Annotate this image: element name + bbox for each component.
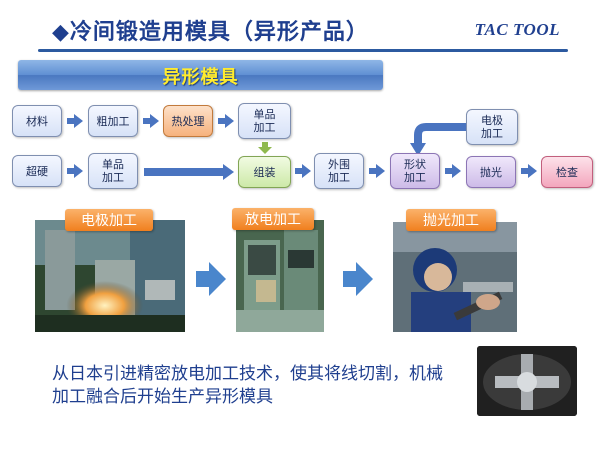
flow-step-carbide: 超硬	[12, 155, 62, 187]
flow-arrow-icon	[143, 114, 159, 128]
step-label-edm: 放电加工	[232, 208, 314, 230]
flow-arrow-icon	[295, 164, 311, 178]
flow-down-arrow-icon	[258, 142, 272, 154]
flow-step-material: 材料	[12, 105, 62, 137]
title-bullet: ◆	[52, 20, 70, 45]
process-arrow-icon	[343, 262, 373, 296]
title-underline	[38, 49, 568, 52]
product-photo	[477, 346, 577, 416]
flow-step-peripheral-machining: 外围 加工	[314, 153, 364, 189]
flow-arrow-icon	[521, 164, 537, 178]
description-text: 从日本引进精密放电加工技术，使其将线切割，机械加工融合后开始生产异形模具	[52, 364, 443, 407]
edm-machine-photo	[236, 220, 324, 332]
page-title: ◆冷间锻造用模具（异形产品）	[52, 14, 369, 46]
polishing-worker-photo	[393, 222, 517, 332]
step-label-electrode-machining: 电极加工	[65, 209, 153, 231]
flow-step-rough-machining: 粗加工	[88, 105, 138, 137]
banner-label: 异形模具	[162, 67, 239, 88]
flow-long-arrow-icon	[144, 164, 236, 180]
step-label-polishing: 抛光加工	[406, 209, 496, 231]
flow-step-electrode-machining: 电极 加工	[466, 109, 518, 145]
title-text: 冷间锻造用模具（异形产品）	[69, 20, 369, 45]
flow-arrow-icon	[445, 164, 461, 178]
process-arrow-icon	[196, 262, 226, 296]
bent-arrow-icon	[410, 123, 466, 156]
flow-step-polishing: 抛光	[466, 156, 516, 188]
flow-step-single-part-machining: 单品 加工	[238, 103, 291, 139]
flow-arrow-icon	[67, 114, 83, 128]
flow-step-inspection: 检查	[541, 156, 593, 188]
flow-step-assembly: 组装	[238, 156, 291, 188]
flow-step-single-part-machining-2: 单品 加工	[88, 153, 138, 189]
flow-arrow-icon	[67, 164, 83, 178]
flow-step-heat-treatment: 热处理	[163, 105, 213, 137]
flow-arrow-icon	[369, 164, 385, 178]
flow-step-shape-machining: 形状 加工	[390, 153, 440, 189]
electrode-machining-photo	[35, 220, 185, 332]
flow-arrow-icon	[218, 114, 234, 128]
section-banner: 异形模具	[18, 60, 383, 90]
brand-logo-text: TAC TOOL	[474, 20, 560, 39]
